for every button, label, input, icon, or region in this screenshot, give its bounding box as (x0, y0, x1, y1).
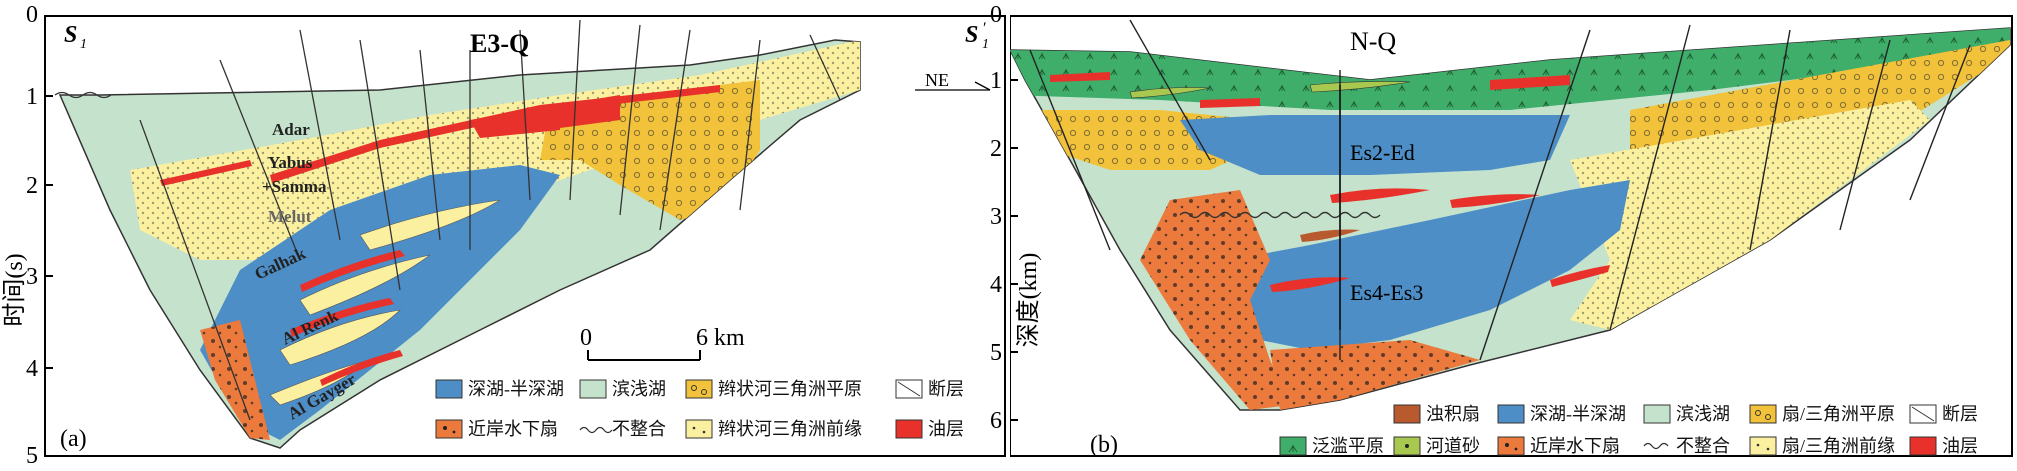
legend-b-10: 油层 (1942, 436, 1978, 456)
legend-b-3: 扇/三角洲平原 (1782, 404, 1895, 424)
unit-adar: Adar (272, 120, 310, 139)
legend-a-0: 深湖-半深湖 (468, 379, 564, 399)
panel-a-legend: 深湖-半深湖 滨浅湖 辫状河三角洲平原 断层 近岸水下扇 不整合 辫状河三角洲前… (435, 379, 964, 439)
panel-a-title: E3-Q (470, 29, 529, 58)
panel-b-svg: N-Q Es2-Ed Es4-Es3 浊积扇 深湖-半深湖 滨浅湖 扇/三角洲平… (1008, 15, 2013, 458)
y-tick-2: 2 (26, 173, 38, 199)
scale-bar: 0 6 km (580, 325, 745, 361)
direction-indicator: NE (915, 70, 991, 91)
panel-a-basin (54, 19, 861, 449)
legend-b-0: 浊积扇 (1426, 404, 1480, 424)
legend-b-4: 断层 (1942, 404, 1978, 424)
legend-b-6: 河道砂 (1426, 436, 1480, 456)
section-start-label: S (64, 22, 77, 48)
panel-a-frame (44, 15, 1006, 457)
y-tick-5: 5 (26, 443, 38, 466)
legend-a-5: 不整合 (612, 419, 666, 439)
legend-b-8: 不整合 (1676, 436, 1730, 456)
legend-b-9: 扇/三角洲前缘 (1782, 436, 1895, 456)
section-end-label: S (965, 22, 978, 48)
panel-b-depth-section: N-Q Es2-Ed Es4-Es3 浊积扇 深湖-半深湖 滨浅湖 扇/三角洲平… (1008, 0, 2017, 466)
y-axis-label: 时间(s) (1, 253, 28, 326)
legend-a-7: 油层 (928, 419, 964, 439)
scale-start: 0 (580, 325, 592, 351)
legend-a-1: 滨浅湖 (612, 379, 666, 399)
legend-a-4: 近岸水下扇 (468, 419, 558, 439)
unit-melut: Melut (268, 207, 312, 226)
panel-b-basin (1008, 19, 2011, 411)
section-end-prime: ′ (983, 20, 987, 37)
legend-a-2: 辫状河三角洲平原 (718, 379, 862, 399)
y-tick-4: 4 (26, 356, 38, 382)
unit-samma: +Samma (262, 177, 327, 196)
panel-b-title: N-Q (1350, 27, 1396, 56)
panel-b-y-axis (1010, 15, 1018, 421)
legend-b-2: 滨浅湖 (1676, 404, 1730, 424)
unit-es2-ed: Es2-Ed (1350, 140, 1415, 165)
y-tick-1: 1 (26, 84, 38, 110)
panel-a-y-axis: 0 1 2 3 4 5 时间(s) (1, 2, 53, 469)
section-start-sub: 1 (80, 37, 87, 52)
scale-end: 6 km (696, 325, 745, 351)
legend-b-5: 泛滥平原 (1312, 436, 1384, 456)
legend-a-6: 辫状河三角洲前缘 (718, 419, 862, 439)
legend-b-7: 近岸水下扇 (1530, 436, 1620, 456)
panel-a-svg: 0 1 2 3 4 5 时间(s) (1, 2, 1006, 469)
panel-b-legend: 浊积扇 深湖-半深湖 滨浅湖 扇/三角洲平原 断层 泛滥平原 河道砂 近岸水下扇… (1279, 404, 1978, 456)
panel-b-tag: (b) (1090, 432, 1118, 458)
legend-a-3: 断层 (928, 379, 964, 399)
y-tick-3: 3 (26, 264, 38, 290)
unit-yabus: Yabus (268, 153, 313, 172)
section-end-sub: 1 (982, 37, 989, 52)
direction-label: NE (925, 70, 949, 90)
panel-a-seismic-section: 0 1 2 3 4 5 时间(s) (0, 0, 1010, 469)
y-tick-0: 0 (26, 2, 38, 28)
unit-es4-es3: Es4-Es3 (1350, 280, 1423, 305)
panel-b-frame (1009, 15, 2013, 457)
panel-a-tag: (a) (60, 426, 87, 452)
legend-b-1: 深湖-半深湖 (1530, 404, 1626, 424)
